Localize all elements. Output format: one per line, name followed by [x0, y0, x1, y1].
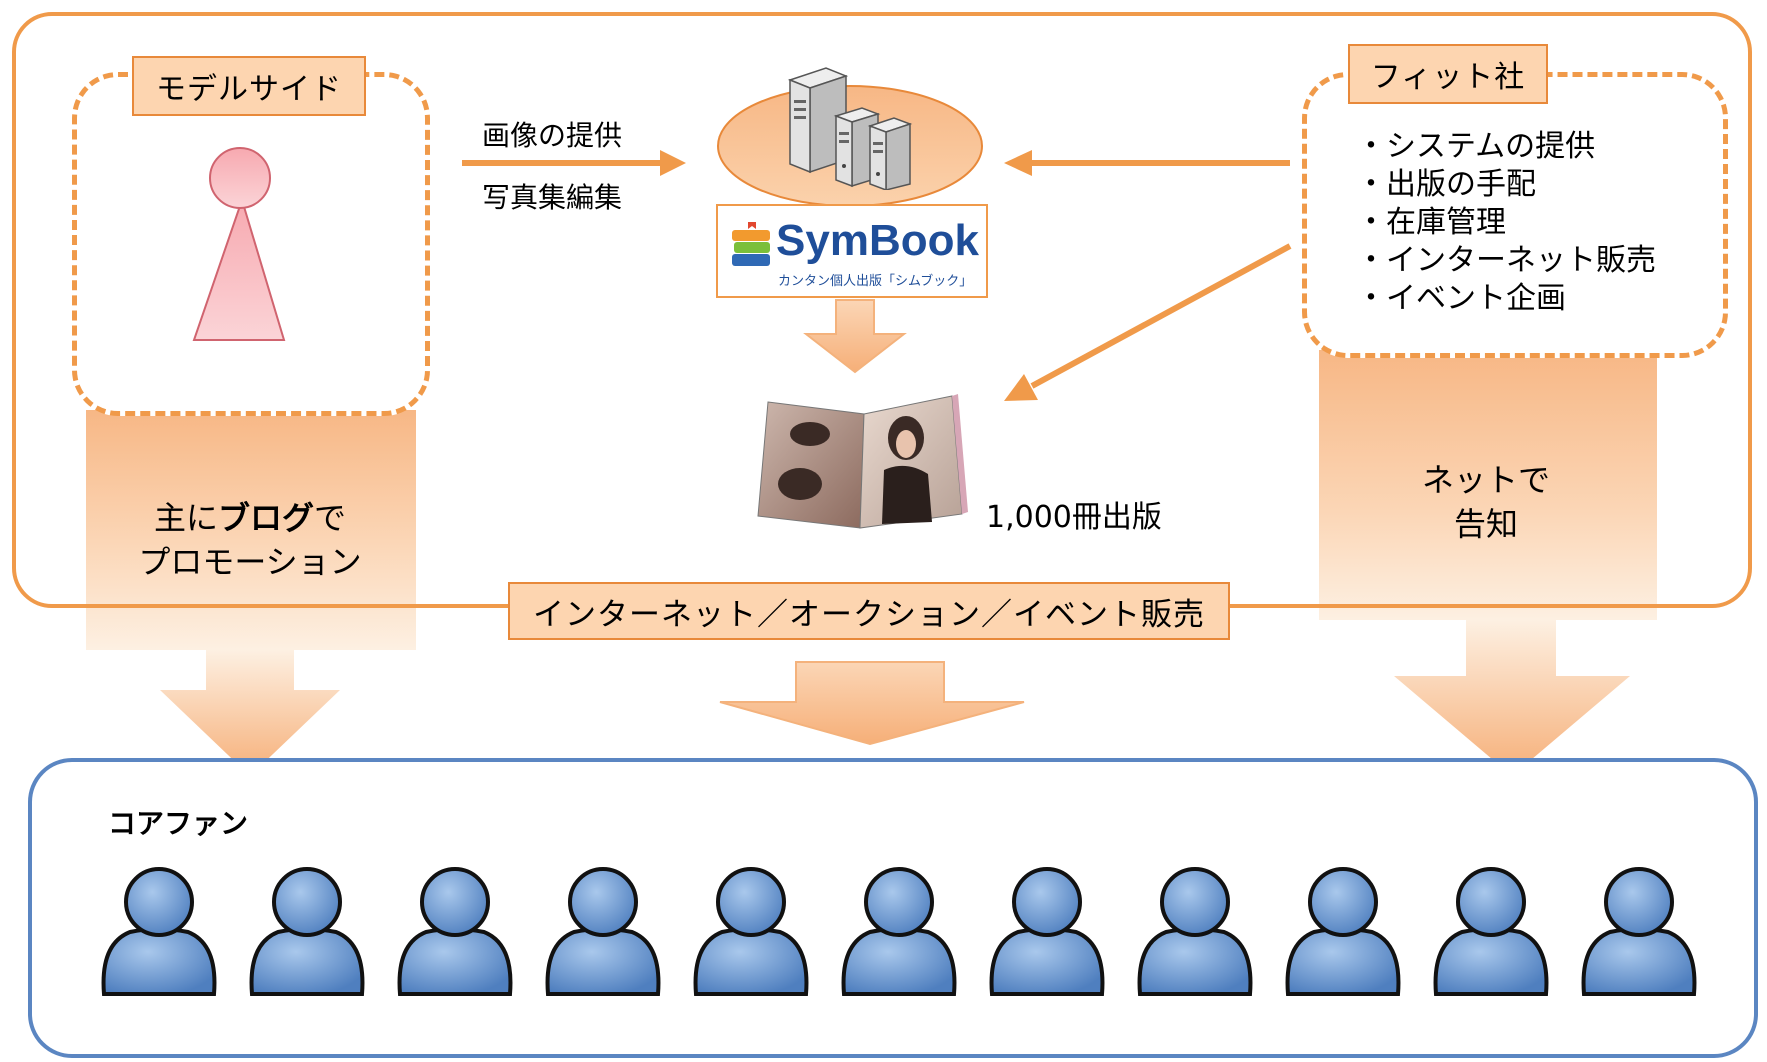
books-icon [732, 222, 770, 266]
symbook-logo: SymBook カンタン個人出版「シムブック」 [716, 204, 988, 298]
announce-down-arrow [1394, 620, 1630, 776]
sales-channel-label: インターネット／オークション／イベント販売 [508, 582, 1230, 640]
announce-line2: 告知 [1453, 505, 1518, 543]
fit-services-list: ・システムの提供 ・出版の手配 ・在庫管理 ・インターネット販売 ・イベント企画 [1356, 128, 1656, 318]
promo-down-arrow [160, 650, 340, 776]
model-figure-icon [192, 147, 286, 341]
fan-user-icon [101, 867, 217, 996]
promo-suffix: で [314, 499, 347, 537]
service-item: ・インターネット販売 [1356, 243, 1656, 278]
symbook-wordmark: SymBook [776, 216, 979, 265]
fan-user-icon [1285, 867, 1401, 996]
service-item: ・在庫管理 [1356, 205, 1506, 240]
promo-line2: プロモーション [138, 543, 362, 581]
model-side-label: モデルサイド [132, 56, 366, 116]
service-item: ・出版の手配 [1356, 167, 1536, 202]
fan-user-icon [989, 867, 1105, 996]
fan-user-icon [249, 867, 365, 996]
edit-photobook-label: 写真集編集 [482, 181, 623, 214]
photobook-image [757, 394, 968, 529]
server-icon [787, 67, 913, 190]
fit-company-label: フィット社 [1348, 44, 1548, 104]
fan-user-icon [1137, 867, 1253, 996]
fan-icons-row [96, 860, 1697, 1000]
fan-user-icon [841, 867, 957, 996]
fit-announcement-text: ネットで 告知 [1336, 458, 1636, 546]
publication-count: 1,000冊出版 [986, 500, 1162, 535]
model-promotion-text: 主にブログで プロモーション [100, 496, 400, 584]
sales-down-arrow [719, 661, 1025, 746]
symbook-tagline: カンタン個人出版「シムブック」 [778, 274, 973, 289]
fan-user-icon [545, 867, 661, 996]
provide-images-label: 画像の提供 [482, 119, 623, 152]
model-promotion-column [86, 410, 416, 650]
fit-announcement-column [1319, 350, 1657, 620]
publish-down-arrow [803, 299, 907, 374]
promo-prefix: 主に [153, 499, 218, 537]
fan-user-icon [1433, 867, 1549, 996]
system-arrowhead [1004, 150, 1032, 176]
fan-user-icon [397, 867, 513, 996]
promo-blog-emphasis: ブログ [217, 499, 314, 537]
provide-arrowhead [660, 150, 686, 176]
service-item: ・イベント企画 [1356, 281, 1566, 316]
announce-line1: ネットで [1421, 461, 1550, 499]
inventory-arrowhead [1004, 374, 1038, 401]
fan-user-icon [693, 867, 809, 996]
service-item: ・システムの提供 [1356, 129, 1596, 164]
fan-user-icon [1581, 867, 1697, 996]
core-fans-label: コアファン [108, 807, 249, 840]
